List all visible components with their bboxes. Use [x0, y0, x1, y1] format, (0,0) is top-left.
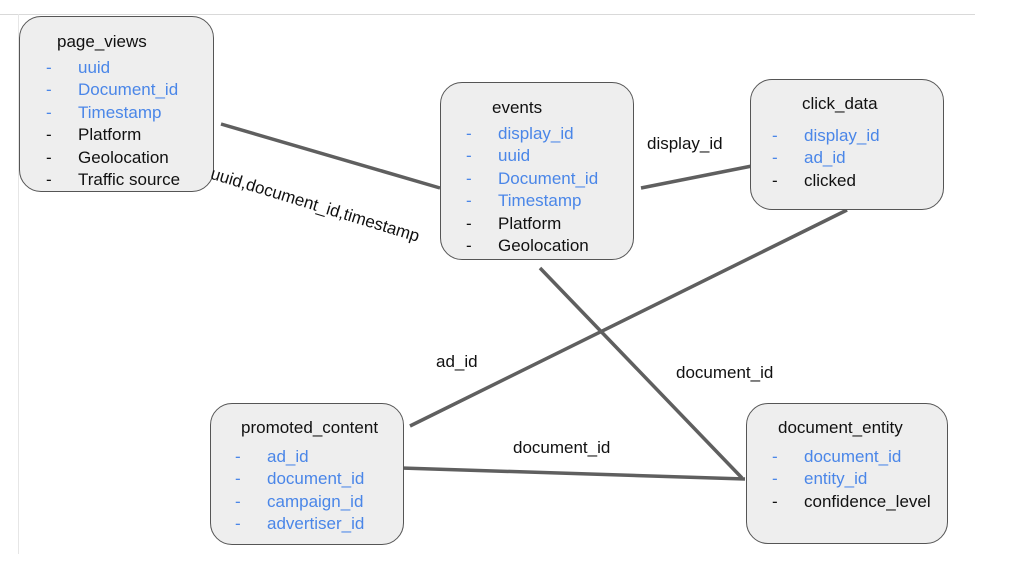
link-click-data-promoted-content: [409, 208, 848, 428]
field-item: -advertiser_id: [235, 514, 365, 534]
field-item: -Timestamp: [466, 191, 582, 211]
field-item: -confidence_level: [772, 491, 931, 511]
entity-title: promoted_content: [241, 418, 379, 437]
entity-page-views[interactable]: page_views -uuid -Document_id -Timestamp…: [19, 16, 214, 192]
field-item: -display_id: [772, 126, 880, 145]
relationship-label: document_id: [676, 363, 774, 382]
field-list: -document_id -entity_id -confidence_leve…: [772, 446, 931, 513]
field-item: -Platform: [466, 213, 562, 233]
canvas-left-border: [18, 14, 19, 554]
field-item: -document_id: [235, 469, 365, 489]
field-item: -Document_id: [466, 168, 599, 188]
field-item: -Traffic source: [46, 170, 181, 190]
relationship-label: ad_id: [436, 352, 478, 371]
entity-promoted-content[interactable]: promoted_content -ad_id -document_id -ca…: [210, 403, 404, 545]
field-item: -uuid: [46, 58, 111, 77]
field-item: -entity_id: [772, 469, 868, 489]
field-item: -ad_id: [772, 148, 846, 168]
field-item: -Geolocation: [46, 147, 169, 167]
field-item: -campaign_id: [235, 491, 364, 511]
field-list: -uuid -Document_id -Timestamp -Platform …: [46, 57, 181, 191]
entity-title: click_data: [802, 94, 878, 113]
entity-events[interactable]: events -display_id -uuid -Document_id -T…: [440, 82, 634, 260]
entity-click-data[interactable]: click_data -display_id -ad_id -clicked: [750, 79, 944, 210]
canvas-top-border: [0, 14, 975, 15]
field-item: -Document_id: [46, 80, 179, 100]
field-item: -uuid: [466, 146, 531, 166]
field-item: -ad_id: [235, 447, 309, 466]
entity-document-entity[interactable]: document_entity -document_id -entity_id …: [746, 403, 948, 544]
entity-title: page_views: [57, 32, 147, 51]
field-item: -document_id: [772, 447, 902, 466]
field-list: -display_id -ad_id -clicked: [772, 125, 880, 192]
field-list: -display_id -uuid -Document_id -Timestam…: [466, 123, 599, 257]
link-events-document-entity: [538, 266, 744, 480]
field-item: -display_id: [466, 124, 574, 143]
link-page-views-events: [220, 122, 441, 190]
field-list: -ad_id -document_id -campaign_id -advert…: [235, 446, 365, 536]
relationship-label: display_id: [647, 134, 723, 153]
entity-title: events: [492, 98, 543, 117]
relationship-label: document_id: [513, 438, 611, 457]
link-promoted-content-document-entity: [400, 466, 746, 481]
field-item: -Timestamp: [46, 102, 162, 122]
field-item: -clicked: [772, 170, 856, 190]
entity-title: document_entity: [778, 418, 903, 437]
link-events-click-data: [640, 162, 763, 190]
field-item: -Platform: [46, 125, 142, 145]
field-item: -Geolocation: [466, 236, 589, 256]
